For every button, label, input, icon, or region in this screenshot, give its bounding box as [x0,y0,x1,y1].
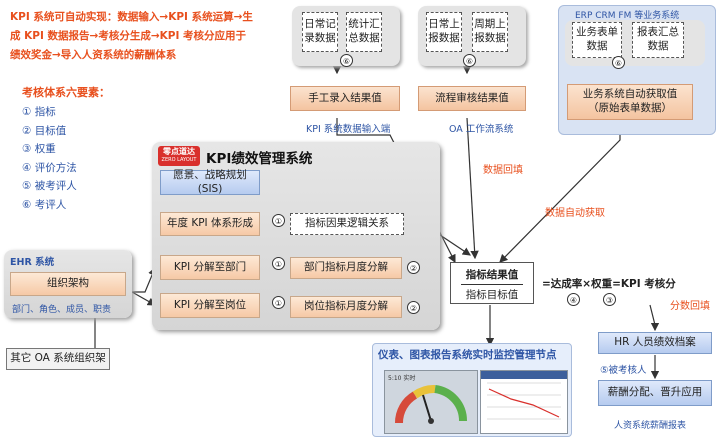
daily-record-label: 日常记录数据 [304,18,336,44]
other-oa-label: 其它 OA 系统组织架 [10,352,106,365]
circle-2: ② [407,261,420,274]
side-label: 指标因果逻辑关系 [305,217,389,230]
circle-6: ⑥ [463,54,476,67]
manual-result-box: 手工录入结果值 [290,86,400,111]
element-item: ④ 评价方法 [22,161,77,174]
element-item: ⑤ 被考评人 [22,180,77,192]
daily-record-box: 日常记录数据 [302,12,338,52]
element-item: ① 指标 [22,106,56,118]
step-dept: KPI 分解至部门 [160,255,260,280]
report-summary-label: 报表汇总数据 [637,26,679,52]
gauge-label: 5:10 实时 [388,375,416,382]
side-label: 部门指标月度分解 [304,261,388,274]
logo-en: ZERO LAYOUT [161,157,197,163]
step-label: KPI 分解至部门 [173,260,247,273]
brand-logo: 零点道达 ZERO LAYOUT [158,146,200,166]
side-label: 岗位指标月度分解 [304,300,388,313]
stats-summary-box: 统计汇总数据 [346,12,382,52]
form-data-box: 业务表单数据 [572,22,622,58]
daily-report-label: 日常上报数据 [428,18,460,44]
six-elements-list: 考核体系六要素： ① 指标 ② 目标值 ③ 权重 ④ 评价方法 ⑤ 被考评人 ⑥… [22,84,152,214]
circle-6: ⑥ [612,56,625,69]
hr-archive-label: HR 人员绩效档案 [614,336,696,349]
org-structure-box: 组织架构 [10,272,126,296]
circle-2: ② [407,301,420,314]
erp-result-label: 业务系统自动获取值 （原始表单数据） [582,88,678,114]
position-monthly-box: 岗位指标月度分解 [290,296,402,318]
manual-result-label: 手工录入结果值 [308,91,382,104]
dept-monthly-box: 部门指标月度分解 [290,257,402,279]
assessed-label: ⑤被考核人 [600,365,647,376]
auto-get-label: 数据自动获取 [545,208,605,219]
process-result-box: 流程审核结果值 [418,86,526,111]
result-fraction-box: 指标结果值 指标目标值 [450,262,534,304]
process-caption: OA 工作流系统 [449,124,514,135]
manual-caption: KPI 系统数据输入端 [306,124,391,135]
intro-line: 绩效奖金→导入人资系统的薪酬体系 [10,49,177,61]
element-item: ② 目标值 [22,124,67,137]
six-elements-title: 考核体系六要素： [22,86,110,99]
backfill-label: 数据回填 [483,165,523,176]
circle-6: ⑥ [340,54,353,67]
monitor-title: 仪表、图表报告系统实时监控管理节点 [378,349,557,361]
ehr-subtext: 部门、角色、成员、职责 [12,305,112,315]
circle-1: ① [272,296,285,309]
intro-text: KPI 系统可自动实现：数据输入→KPI 系统运算→生 成 KPI 数据报告→考… [10,8,285,65]
intro-line: KPI 系统可自动实现：数据输入→KPI 系统运算→生 [10,11,253,23]
element-item: ③ 权重 [22,143,56,155]
chart-icon [481,371,567,420]
gauge-widget: 5:10 实时 [384,370,478,434]
report-summary-box: 报表汇总数据 [632,22,684,58]
causal-logic-box: 指标因果逻辑关系 [290,213,404,235]
org-structure-label: 组织架构 [47,277,89,290]
target-value: 指标目标值 [465,289,519,301]
fraction-line [461,284,523,285]
daily-report-box: 日常上报数据 [426,12,462,52]
process-result-label: 流程审核结果值 [435,91,509,104]
ehr-title: EHR 系统 [10,257,55,268]
circle-4: ④ [567,293,580,306]
logo-cn: 零点道达 [163,147,195,156]
salary-label: 薪酬分配、晋升应用 [607,386,703,399]
score-formula: =达成率×权重=KPI 考核分 [542,278,676,290]
step-strategy: 愿景、战略规划(SIS) [160,168,260,195]
step-position: KPI 分解至岗位 [160,293,260,318]
trend-chart-widget [480,370,568,434]
intro-line: 成 KPI 数据报告→考核分生成→KPI 考核分应用于 [10,30,247,42]
period-report-box: 周期上报数据 [472,12,508,52]
erp-title: ERP CRM FM 等业务系统 [575,11,680,21]
step-label: 年度 KPI 体系形成 [167,217,253,230]
hr-caption: 人资系统薪酬报表 [614,421,687,431]
gauge-icon [394,385,468,424]
other-oa-box: 其它 OA 系统组织架 [6,348,110,370]
stats-summary-label: 统计汇总数据 [348,18,380,44]
step-label: KPI 分解至岗位 [173,298,247,311]
kpi-system-title: KPI绩效管理系统 [206,151,313,167]
salary-box: 薪酬分配、晋升应用 [598,380,712,406]
circle-1: ① [272,214,285,227]
circle-1: ① [272,257,285,270]
period-report-label: 周期上报数据 [474,18,506,44]
score-backfill-label: 分数回填 [670,301,710,312]
hr-archive-box: HR 人员绩效档案 [598,332,712,354]
step-annual-kpi: 年度 KPI 体系形成 [160,212,260,236]
circle-3: ③ [603,293,616,306]
erp-result-box: 业务系统自动获取值 （原始表单数据） [567,84,693,120]
step-label: 愿景、战略规划(SIS) [173,168,247,195]
form-data-label: 业务表单数据 [576,26,618,52]
element-item: ⑥ 考评人 [22,198,67,211]
result-value: 指标结果值 [465,269,519,281]
